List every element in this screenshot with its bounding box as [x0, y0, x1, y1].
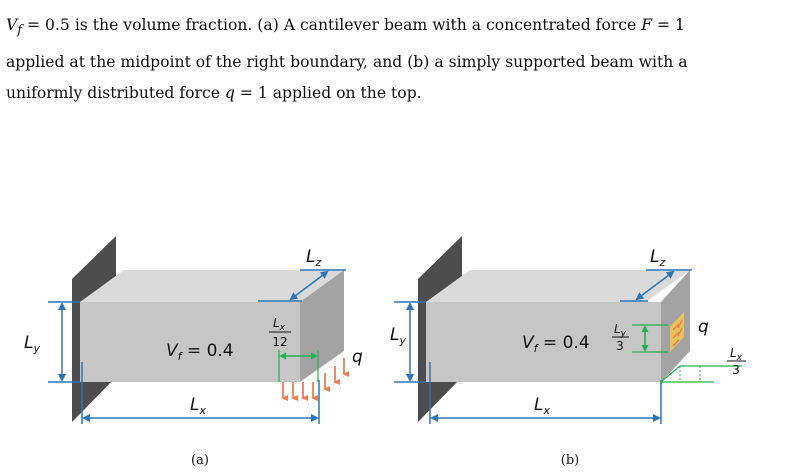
distributed-force-arrows	[281, 358, 349, 401]
figure-caption: Vf = 0.5 is the volume fraction. (a) A c…	[6, 10, 784, 110]
ly-label: Ly	[390, 325, 406, 347]
fraction-ly-3-denominator: 3	[616, 339, 624, 353]
lz-dimension-arrow	[289, 270, 329, 301]
beam-top-face	[80, 270, 344, 302]
caption-line-1: Vf = 0.5 is the volume fraction. (a) A c…	[6, 16, 685, 39]
fraction-lx-12-denominator: 12	[272, 335, 287, 349]
load-q-label: q	[352, 347, 363, 367]
load-q-label: q	[698, 317, 709, 337]
lz-dimension-arrow	[635, 270, 675, 301]
panel-label-a: (a)	[191, 453, 209, 468]
figure-a: Ly Lx Lz Vf = 0.4 Lx 12 q (a)	[24, 236, 363, 468]
fraction-lx-3-numerator: Lx	[730, 346, 743, 363]
load-patch-arrows	[672, 319, 683, 347]
lz-label: Lz	[650, 247, 665, 269]
figure-b: Ly Lx Lz Vf = 0.4 Ly 3 q	[390, 236, 746, 468]
fraction-lx-3-denominator: 3	[732, 363, 740, 377]
lx-label: Lx	[534, 395, 550, 417]
caption-line-3: uniformly distributed force q = 1 applie…	[6, 84, 422, 103]
volume-fraction-label: Vf = 0.4	[522, 333, 590, 355]
beam-front-face	[426, 302, 661, 382]
beam-top-face	[426, 270, 690, 302]
ly-label: Ly	[24, 333, 40, 355]
lz-label: Lz	[306, 247, 321, 269]
fraction-ly-3-numerator: Ly	[614, 322, 627, 339]
beam-front-face	[80, 302, 300, 382]
volume-fraction-label: Vf = 0.4	[166, 341, 234, 363]
fraction-lx-12-numerator: Lx	[273, 316, 286, 333]
caption-line-2: applied at the midpoint of the right bou…	[6, 52, 688, 71]
panel-label-b: (b)	[561, 453, 579, 468]
lx-label: Lx	[190, 395, 206, 417]
